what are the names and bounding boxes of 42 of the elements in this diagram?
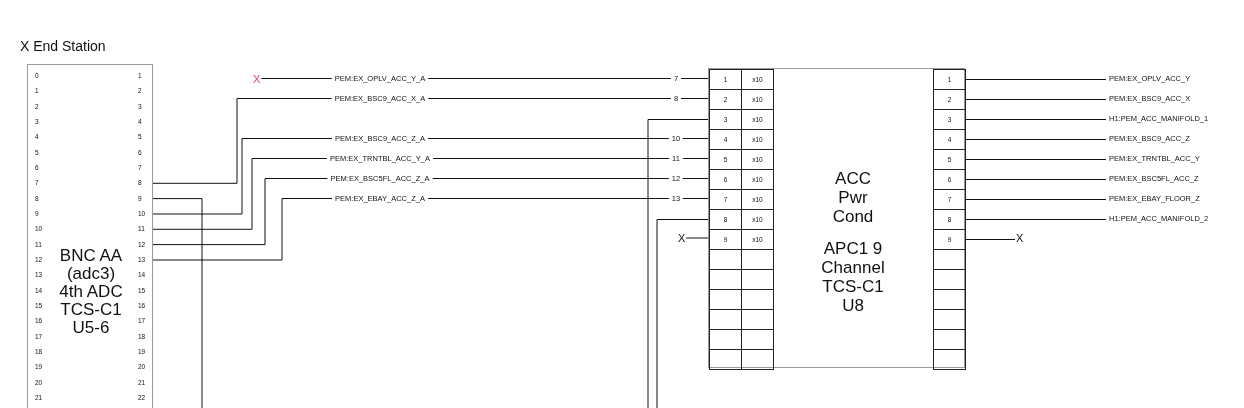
wire [965,239,1016,240]
wire [965,159,1107,160]
empty-cell [933,329,966,350]
wire [427,138,710,139]
diagram-title: X End Station [20,38,106,54]
wire [152,198,203,408]
wire [152,158,328,230]
wire [647,119,710,408]
wire [965,139,1107,140]
wire [685,237,710,239]
wire [260,78,333,79]
wire [427,198,710,199]
wire [152,98,333,184]
wire [965,99,1107,100]
wire [656,219,710,408]
unconnected-mark: X [677,232,687,244]
wire [152,178,329,246]
wire [965,199,1107,200]
connector-block [27,64,153,408]
wire [965,179,1107,180]
empty-cell [933,249,966,270]
wire [965,119,1107,120]
conditioner-unit [708,68,965,368]
wire [427,98,710,99]
wire [432,158,710,159]
unconnected-mark: X [1015,232,1025,244]
wire [965,219,1107,220]
wire [152,138,333,215]
empty-cell [933,269,966,290]
empty-cell [933,289,966,310]
wire [431,178,710,179]
unit-heading: ACC Pwr Cond [831,169,875,226]
empty-cell [709,349,742,370]
unit-label: BNC AA (adc3) 4th ADC TCS-C1 U5-6 [58,247,124,337]
unit-label: APC1 9 Channel TCS-C1 U8 [820,239,886,315]
empty-cell [933,309,966,330]
empty-cell [741,349,774,370]
wire [152,198,333,261]
unconnected-mark: X [252,72,262,85]
empty-cell [933,349,966,370]
wire [427,78,710,79]
wire [965,79,1107,80]
